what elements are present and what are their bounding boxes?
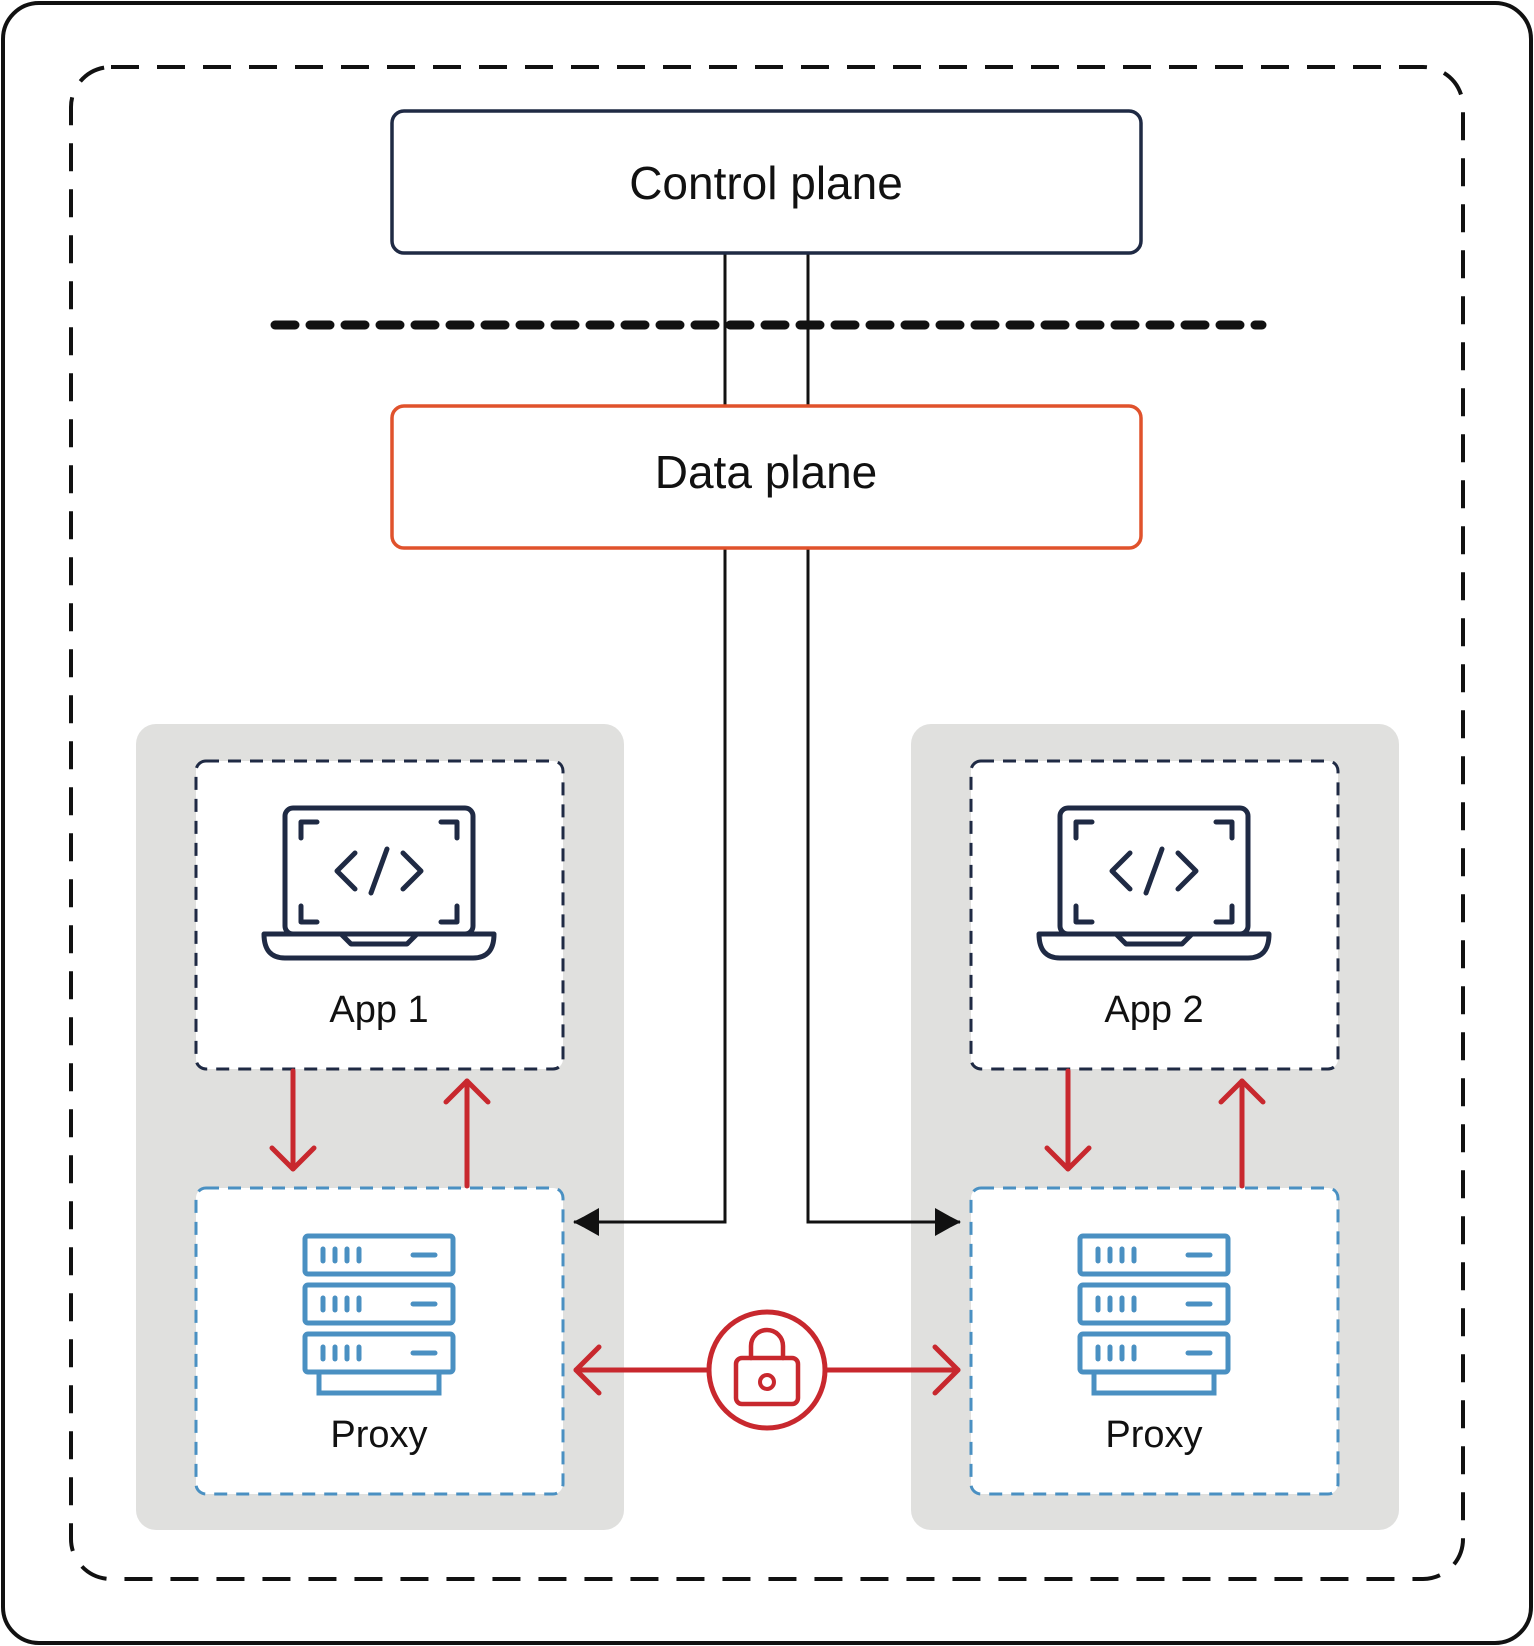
server-stack-icon [1077, 1233, 1231, 1396]
data-plane-box: Data plane [390, 404, 1143, 550]
proxy-right-label: Proxy [1105, 1414, 1202, 1456]
cluster-boundary [69, 65, 1465, 1581]
proxy-right-box [969, 1186, 1340, 1496]
pod-left: App 1 Proxy [194, 759, 565, 1496]
secure-link [573, 1309, 961, 1431]
arrowhead-right [935, 1208, 960, 1236]
control-plane-box: Control plane [390, 109, 1143, 255]
laptop-code-icon [1036, 805, 1272, 961]
lock-icon [733, 1327, 801, 1407]
data-plane-label: Data plane [655, 446, 878, 498]
proxy-left-label: Proxy [330, 1414, 427, 1456]
server-stack-icon [302, 1233, 456, 1396]
plane-connector-lines [573, 254, 961, 1227]
control-plane-label: Control plane [629, 157, 903, 209]
app-1-label: App 1 [329, 989, 428, 1031]
app-2-label: App 2 [1104, 989, 1203, 1031]
arrowhead-left [574, 1208, 599, 1236]
traffic-arrows-left [269, 1068, 491, 1189]
pod-right: App 2 Proxy [969, 759, 1340, 1496]
laptop-code-icon [261, 805, 497, 961]
proxy-left-box [194, 1186, 565, 1496]
traffic-arrows-right [1044, 1068, 1266, 1189]
